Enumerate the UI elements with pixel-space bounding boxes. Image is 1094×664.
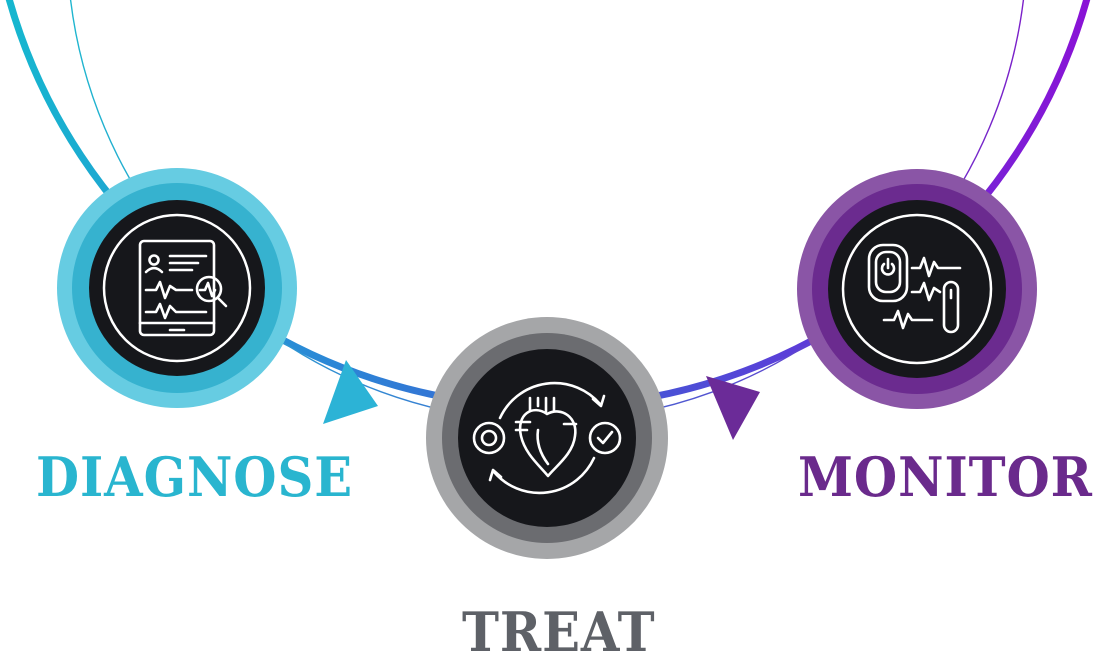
arrow-treat-to-monitor [706,376,760,440]
tablet-heartbeat-report-icon [138,239,228,337]
step-label-monitor: MONITOR [798,445,1093,509]
step-label-diagnose: DIAGNOSE [36,445,354,509]
arrow-diagnose-to-treat [323,360,378,424]
diagnose-node [57,168,297,408]
step-label-treat: TREAT [462,600,656,664]
heart-cycle-check-icon [472,381,622,495]
monitor-node [797,169,1037,409]
treat-node [426,317,668,559]
wearable-monitoring-icon [867,243,962,334]
